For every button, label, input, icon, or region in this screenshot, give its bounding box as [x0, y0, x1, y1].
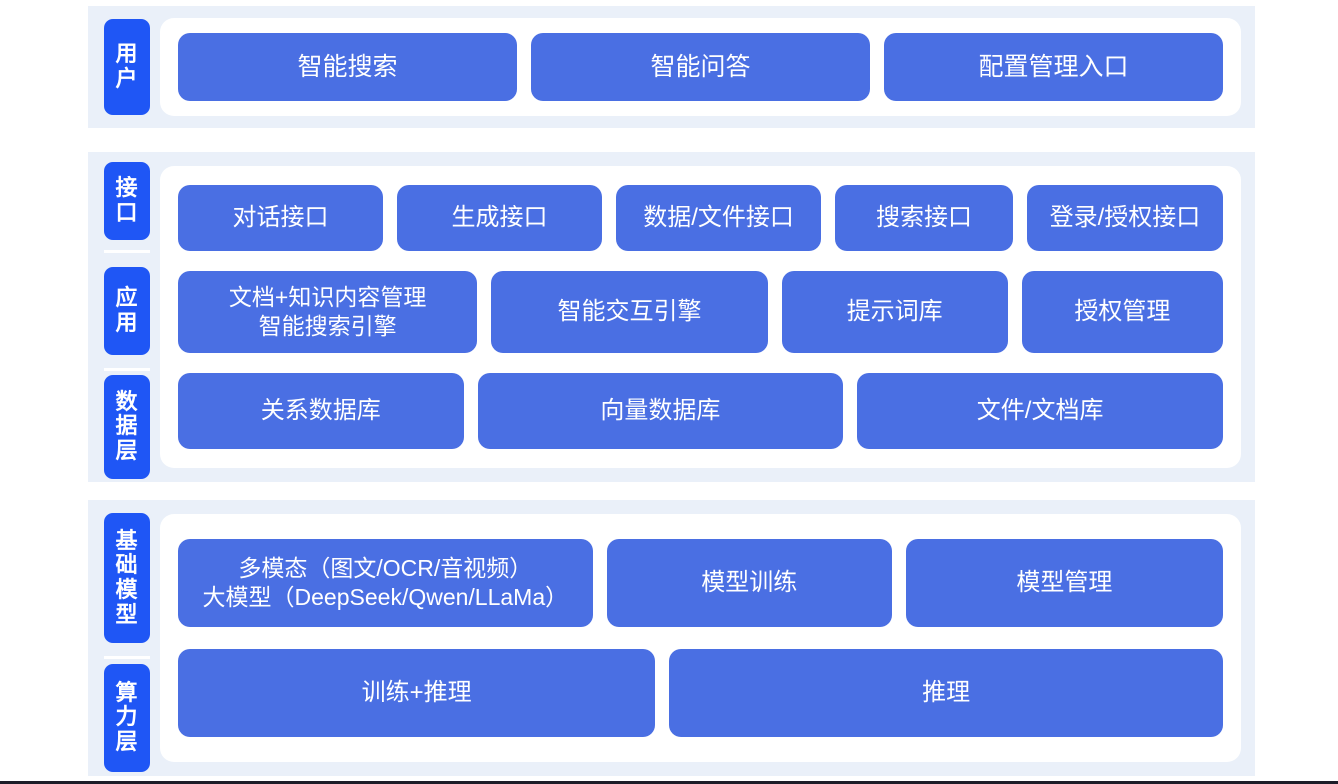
tier-label-application: 应用	[104, 266, 150, 355]
rail-segment-data: 数据层	[104, 368, 150, 482]
panel-middle: 对话接口 生成接口 数据/文件接口 搜索接口 登录/授权接口 文档+知识内容管理…	[160, 166, 1241, 468]
row-model-cards: 多模态（图文/OCR/音视频） 大模型（DeepSeek/Qwen/LLaMa）…	[178, 539, 1223, 627]
rail-segment-interface: 接口	[104, 152, 150, 250]
tier-label-user: 用户	[104, 19, 150, 115]
card-data-file-api[interactable]: 数据/文件接口	[616, 185, 822, 251]
row-interface-cards: 对话接口 生成接口 数据/文件接口 搜索接口 登录/授权接口	[178, 185, 1223, 251]
tier-label-application-text: 应用	[115, 284, 139, 335]
tier-label-interface-text: 接口	[115, 175, 139, 225]
tier-label-compute: 算力层	[104, 663, 150, 772]
card-vector-database[interactable]: 向量数据库	[477, 373, 844, 449]
rail-segment-compute: 算力层	[104, 656, 150, 776]
card-authorization-management[interactable]: 授权管理	[1021, 271, 1223, 353]
card-config-management-entry[interactable]: 配置管理入口	[884, 33, 1223, 101]
card-smart-interaction-engine[interactable]: 智能交互引擎	[491, 271, 768, 353]
card-login-auth-api[interactable]: 登录/授权接口	[1026, 185, 1223, 251]
label-rail-infrastructure: 基础模型 算力层	[88, 500, 150, 776]
tier-label-data-text: 数据层	[115, 388, 139, 463]
tier-label-user-text: 用户	[115, 41, 139, 91]
card-multimodal-large-model[interactable]: 多模态（图文/OCR/音视频） 大模型（DeepSeek/Qwen/LLaMa）	[178, 539, 593, 627]
label-rail-middle: 接口 应用 数据层	[88, 152, 150, 482]
tier-label-compute-text: 算力层	[115, 679, 139, 754]
tier-label-interface: 接口	[104, 162, 150, 240]
card-file-document-store[interactable]: 文件/文档库	[857, 373, 1224, 449]
card-model-training[interactable]: 模型训练	[606, 539, 892, 627]
label-rail-user: 用户	[88, 6, 150, 128]
card-inference[interactable]: 推理	[669, 649, 1223, 737]
panel-infrastructure: 多模态（图文/OCR/音视频） 大模型（DeepSeek/Qwen/LLaMa）…	[160, 514, 1241, 762]
row-compute-cards: 训练+推理 推理	[178, 649, 1223, 737]
card-smart-qa[interactable]: 智能问答	[531, 33, 870, 101]
band-infrastructure: 基础模型 算力层 多模态（图文/OCR/音视频） 大模型（DeepSeek/Qw…	[88, 500, 1255, 776]
panel-user: 智能搜索 智能问答 配置管理入口	[160, 18, 1241, 116]
card-generation-api[interactable]: 生成接口	[397, 185, 603, 251]
card-chat-api[interactable]: 对话接口	[178, 185, 384, 251]
tier-label-foundation-model: 基础模型	[104, 513, 150, 643]
rail-segment-model: 基础模型	[104, 500, 150, 656]
bottom-rule	[0, 781, 1338, 784]
card-training-inference[interactable]: 训练+推理	[178, 649, 656, 737]
row-user-cards: 智能搜索 智能问答 配置管理入口	[178, 33, 1223, 101]
row-application-cards: 文档+知识内容管理 智能搜索引擎 智能交互引擎 提示词库 授权管理	[178, 271, 1223, 353]
tier-label-data: 数据层	[104, 374, 150, 479]
card-model-management[interactable]: 模型管理	[905, 539, 1223, 627]
band-user: 用户 智能搜索 智能问答 配置管理入口	[88, 6, 1255, 128]
band-middle: 接口 应用 数据层 对话接口 生成接口 数据/文件接口 搜索接口 登录	[88, 152, 1255, 482]
card-smart-search[interactable]: 智能搜索	[178, 33, 517, 101]
tier-label-foundation-model-text: 基础模型	[115, 527, 139, 627]
card-relational-database[interactable]: 关系数据库	[178, 373, 464, 449]
card-prompt-library[interactable]: 提示词库	[781, 271, 1008, 353]
row-data-cards: 关系数据库 向量数据库 文件/文档库	[178, 373, 1224, 449]
card-search-api[interactable]: 搜索接口	[835, 185, 1013, 251]
card-doc-knowledge-management[interactable]: 文档+知识内容管理 智能搜索引擎	[178, 271, 478, 353]
rail-segment-application: 应用	[104, 250, 150, 368]
